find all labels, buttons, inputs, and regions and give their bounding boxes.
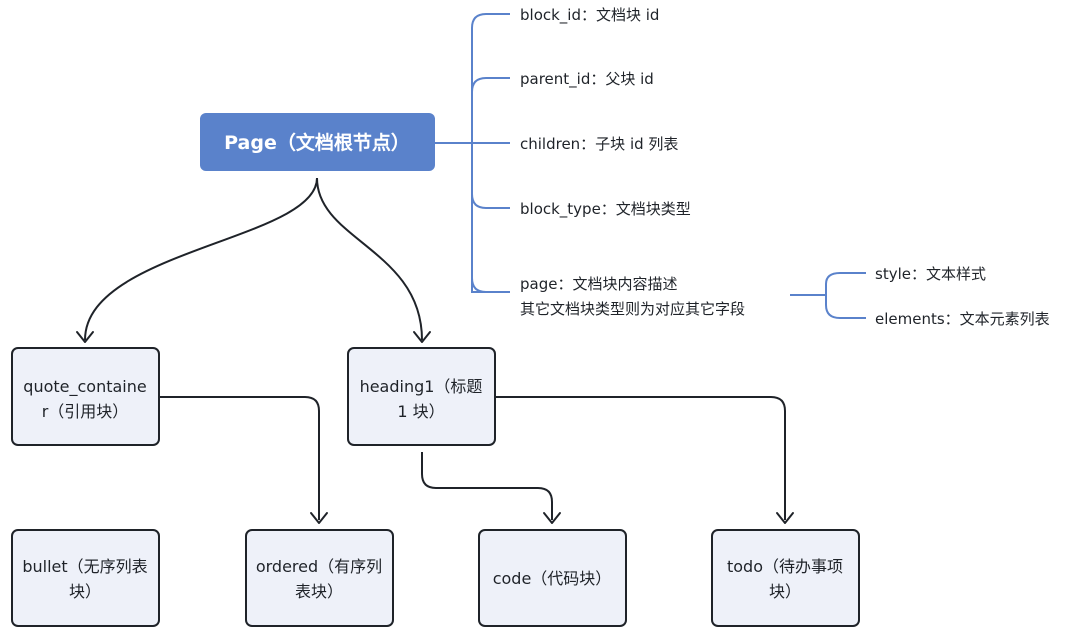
node-bullet: bullet（无序列表 块） [11, 529, 160, 627]
field-page-line2: 其它文档块类型则为对应其它字段 [520, 300, 745, 318]
field-children: children：子块 id 列表 [520, 135, 678, 153]
field-parent-id: parent_id：父块 id [520, 70, 654, 89]
node-ordered-line2: 表块） [295, 582, 343, 601]
node-todo: todo（待办事项 块） [711, 529, 860, 627]
field-list: block_id：文档块 id parent_id：父块 id children… [520, 6, 745, 318]
node-heading1: heading1（标题 1 块） [347, 347, 496, 446]
node-code: code（代码块） [478, 529, 627, 627]
node-ordered: ordered（有序列 表块） [245, 529, 394, 627]
root-node: Page（文档根节点） [200, 113, 435, 171]
field-block-id: block_id：文档块 id [520, 6, 659, 25]
node-ordered-line1: ordered（有序列 [256, 557, 382, 576]
node-todo-line2: 块） [769, 582, 801, 601]
field-page-line1: page：文档块内容描述 [520, 275, 677, 293]
node-quote-container-line2: r（引用块） [42, 402, 129, 421]
node-todo-line1: todo（待办事项 [727, 557, 843, 576]
node-bullet-line2: 块） [69, 582, 101, 601]
page-subfield-connectors [790, 272, 866, 319]
node-bullet-line1: bullet（无序列表 [22, 557, 147, 576]
root-label: Page（文档根节点） [224, 131, 410, 154]
node-heading1-line1: heading1（标题 [360, 377, 483, 396]
page-subfield-list: style：文本样式 elements：文本元素列表 [875, 265, 1050, 328]
subfield-elements: elements：文本元素列表 [875, 310, 1050, 328]
field-block-type: block_type：文档块类型 [520, 200, 691, 219]
subfield-style: style：文本样式 [875, 265, 986, 283]
node-quote-container: quote_containe r（引用块） [11, 347, 160, 446]
node-quote-container-line1: quote_containe [23, 377, 146, 397]
field-connectors [435, 13, 510, 293]
node-heading1-line2: 1 块） [397, 402, 444, 421]
node-code-line1: code（代码块） [493, 569, 612, 588]
tree-connectors [76, 177, 794, 524]
